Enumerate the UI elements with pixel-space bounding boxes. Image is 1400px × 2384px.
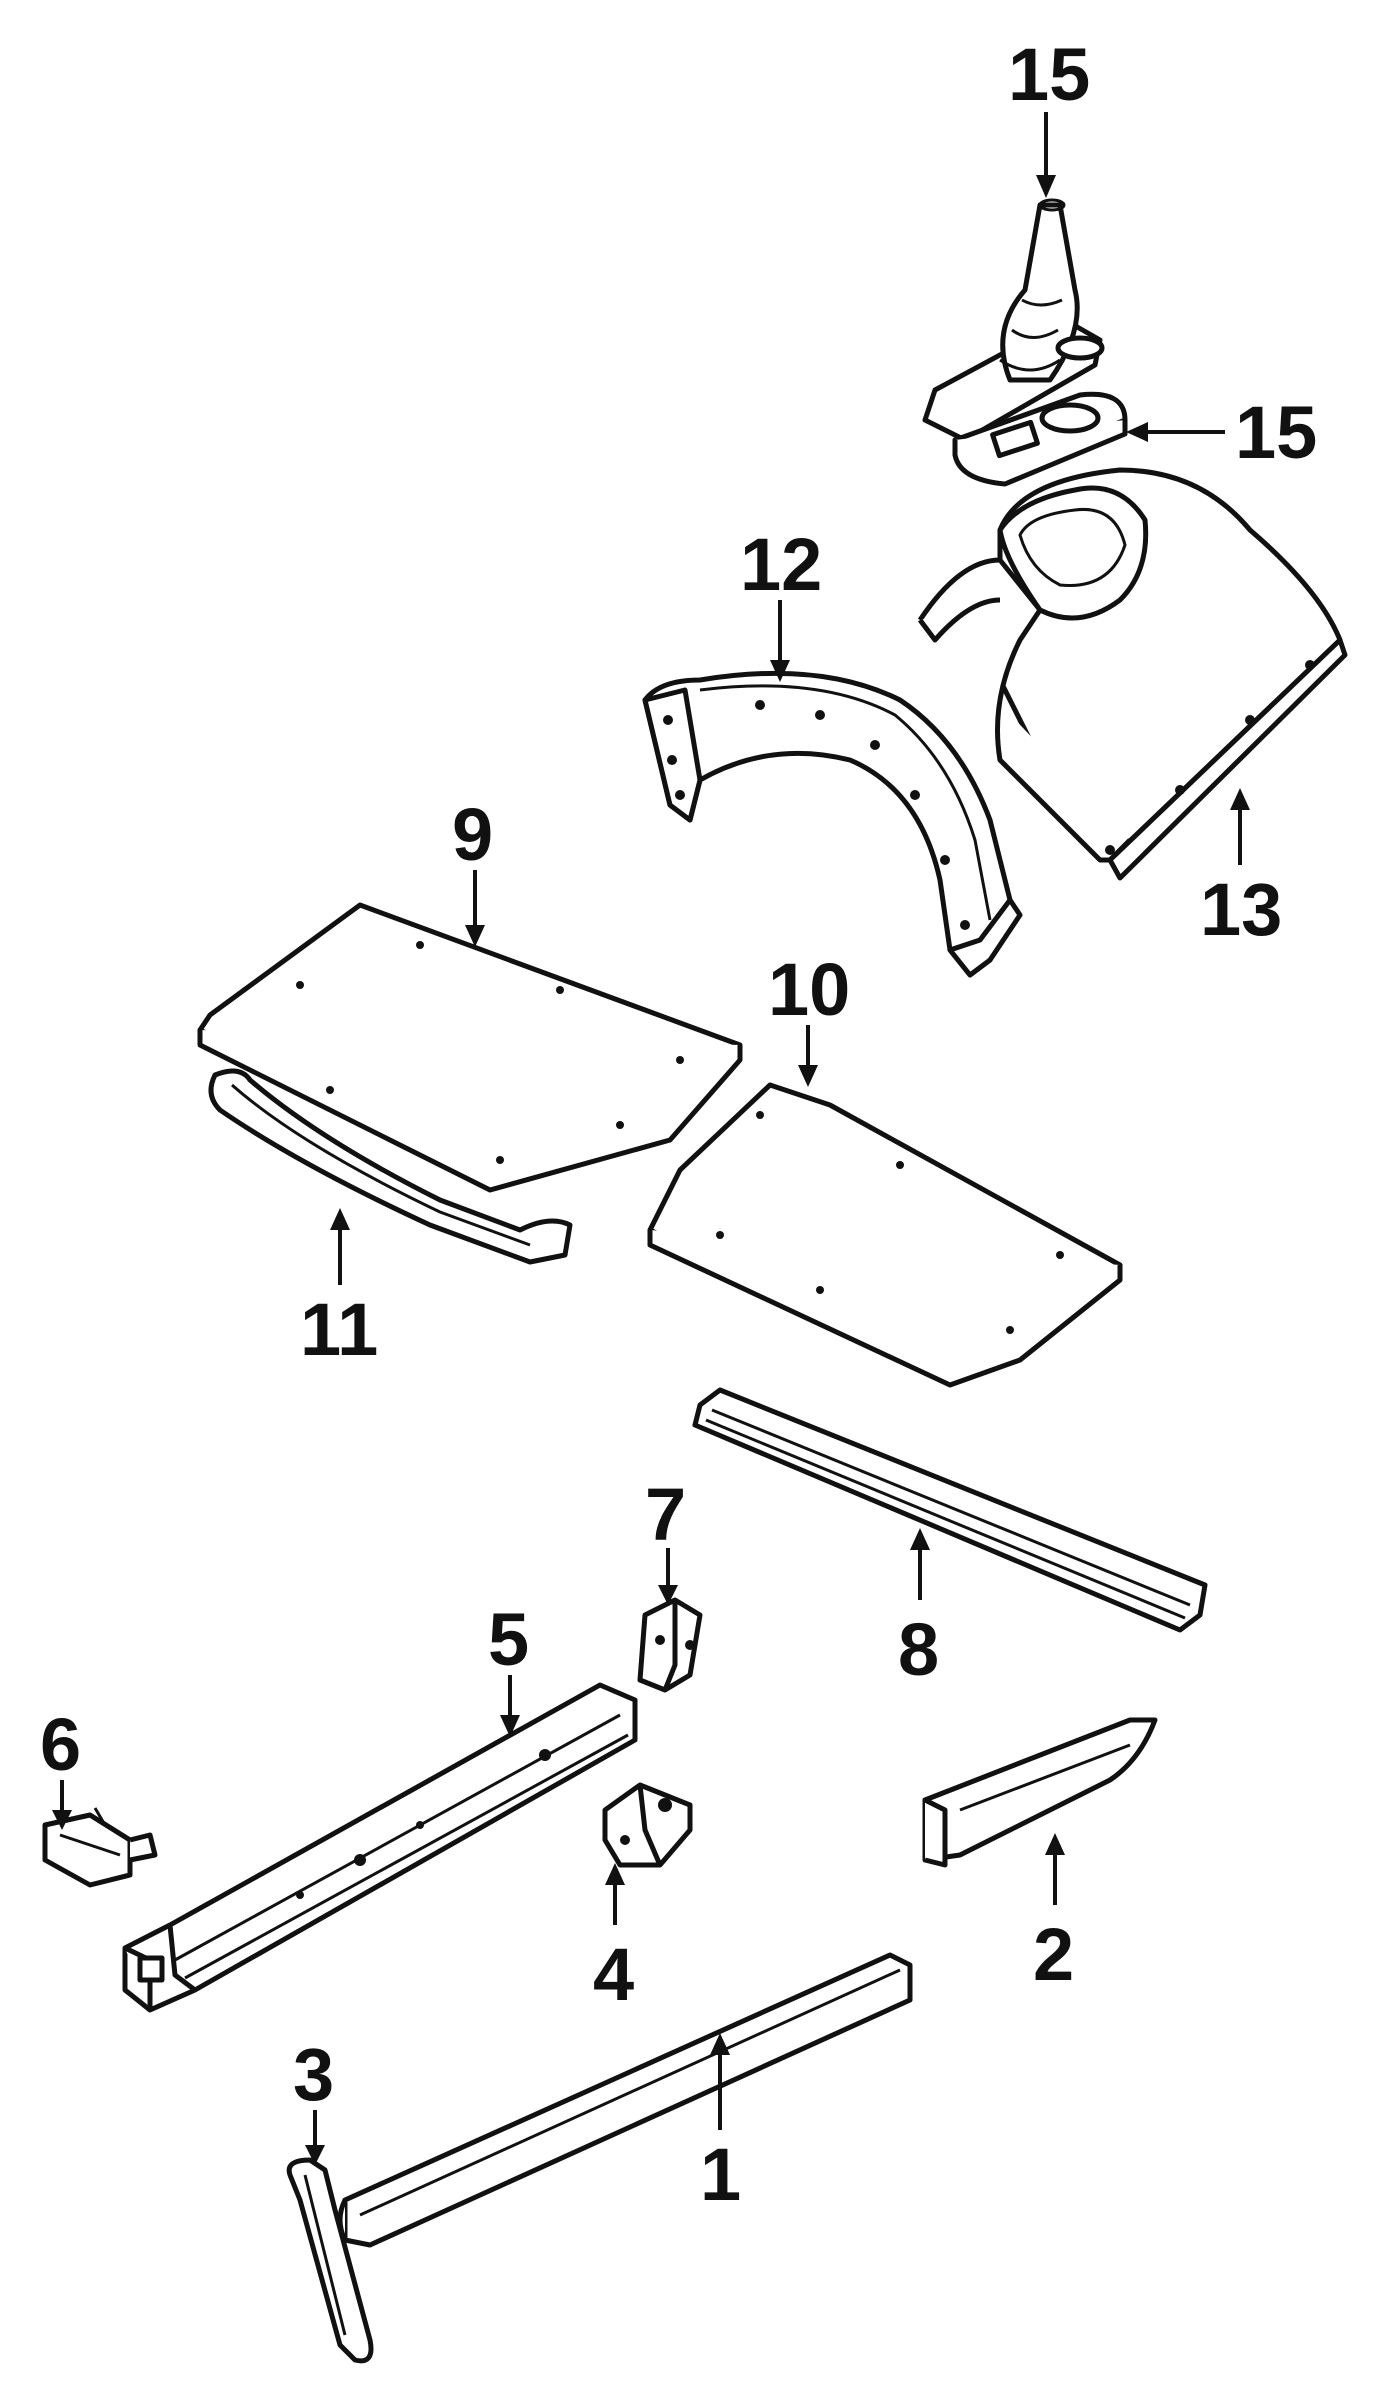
leader-lines (52, 112, 1250, 2165)
callout-13: 13 (1200, 868, 1282, 951)
part-7-bracket (637, 1597, 703, 1693)
callout-labels: 15 15 12 13 9 10 11 7 8 5 6 4 2 1 3 (40, 33, 1317, 2216)
part-14-shift-boot (922, 198, 1105, 443)
part-15-boot-plate (952, 391, 1128, 487)
callout-14: 15 (1008, 33, 1090, 116)
callout-7: 7 (645, 1473, 686, 1556)
part-11-seal-strip (208, 1068, 573, 1265)
part-10-floor-panel (647, 1082, 1123, 1388)
callout-12: 12 (740, 523, 822, 606)
part-5-rocker-rail (122, 1682, 638, 2013)
callout-5: 5 (488, 1598, 529, 1681)
callout-9: 9 (452, 793, 493, 876)
part-13-console-tunnel (917, 467, 1348, 881)
part-9-floor-panel (197, 902, 743, 1193)
part-2-rocker-molding-end (922, 1717, 1158, 1868)
callout-4: 4 (593, 1933, 634, 2016)
part-4-mount-bracket (602, 1782, 693, 1868)
callout-11: 11 (300, 1288, 378, 1371)
callout-8: 8 (898, 1608, 939, 1691)
callout-3: 3 (293, 2033, 334, 2116)
part-12-console-panel (642, 670, 1023, 978)
callout-6: 6 (40, 1703, 81, 1786)
callout-10: 10 (768, 948, 850, 1031)
callout-2: 2 (1033, 1913, 1074, 1996)
part-6-clip (42, 1807, 158, 1888)
part-8-sill-channel (692, 1387, 1208, 1633)
part-3-end-strip (286, 2157, 374, 2364)
callout-15: 15 (1235, 391, 1317, 474)
callout-1: 1 (700, 2133, 741, 2216)
